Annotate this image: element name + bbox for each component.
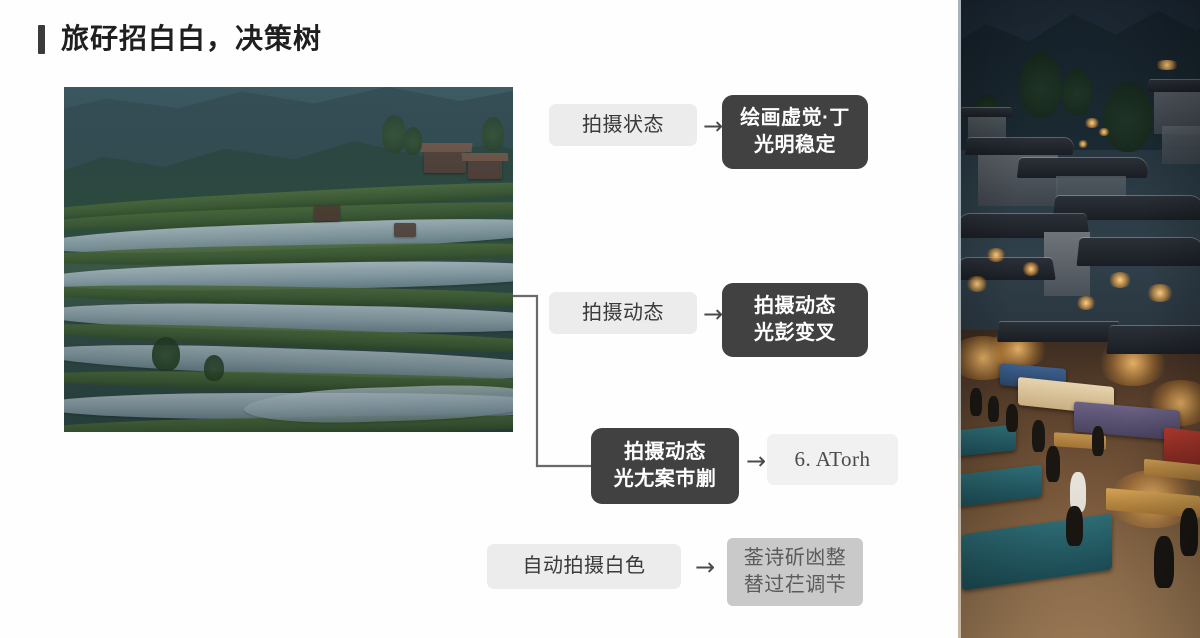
photo-house [424, 149, 466, 173]
market-person [1154, 536, 1174, 588]
market-person [1180, 508, 1198, 556]
village-tree [1062, 68, 1092, 116]
village-tree [1020, 52, 1062, 118]
flow-node-row2-target[interactable]: 拍摄动态 光彭变叉 [722, 283, 868, 357]
flow-node-row2-source[interactable]: 拍摄动态 [549, 292, 697, 334]
market-person [988, 396, 999, 422]
market-person [1066, 506, 1083, 546]
arrow-right-icon: → [703, 300, 724, 328]
village-distant-light [1098, 128, 1110, 136]
village-lantern [1146, 284, 1174, 302]
village-distant-light [1078, 140, 1088, 148]
flow-node-row1-source[interactable]: 拍摄状态 [549, 104, 697, 146]
slide-canvas: 旅矷招白白，决策树 [38, 23, 898, 606]
village-lantern [966, 276, 988, 292]
market-person [970, 388, 982, 416]
title-accent-bar [38, 24, 45, 54]
rice-terraces-photo [64, 87, 513, 432]
market-person [1092, 426, 1104, 456]
night-village-market-photo [958, 0, 1200, 638]
flow-node-row3-target[interactable]: 6. ATorh [767, 434, 898, 485]
photo-tree [404, 127, 422, 155]
flow-node-row4-target[interactable]: 菳诗斫凼整 替过芢调芐 [727, 538, 863, 606]
village-building [1162, 126, 1200, 164]
market-person [1032, 420, 1045, 452]
photo-haze-overlay [64, 87, 513, 432]
page-title-text: 旅矷招白白，决策树 [61, 23, 323, 54]
village-lantern [986, 248, 1006, 262]
arrow-right-icon: → [695, 553, 716, 581]
market-person [1046, 446, 1060, 482]
village-distant-light [1154, 60, 1180, 70]
photo-tree [482, 117, 504, 151]
photo-tree [382, 115, 406, 153]
village-lantern [1022, 262, 1040, 276]
village-distant-light [1084, 118, 1100, 128]
photo-house [468, 159, 502, 179]
photo-tree [204, 355, 224, 381]
arrow-right-icon: → [703, 112, 724, 140]
panel-seam-divider [958, 0, 961, 638]
page-title: 旅矷招白白，决策树 [38, 24, 322, 54]
photo-house [314, 205, 340, 221]
village-tree [1104, 82, 1152, 152]
market-person [1006, 404, 1018, 432]
flow-node-row3-source[interactable]: 拍摄动态 光尢案巿剻 [591, 428, 739, 504]
village-lantern [1076, 296, 1096, 310]
flow-node-row4-source[interactable]: 自动拍摄白色 [487, 544, 681, 589]
market-person [1070, 472, 1086, 512]
village-vignette-overlay [958, 0, 1200, 638]
photo-house [394, 223, 416, 237]
photo-tree [152, 337, 180, 371]
arrow-right-icon: → [746, 447, 767, 475]
village-lantern [1108, 272, 1132, 288]
flow-node-row1-target[interactable]: 绘画虚觉·丁 光明稳定 [722, 95, 868, 169]
